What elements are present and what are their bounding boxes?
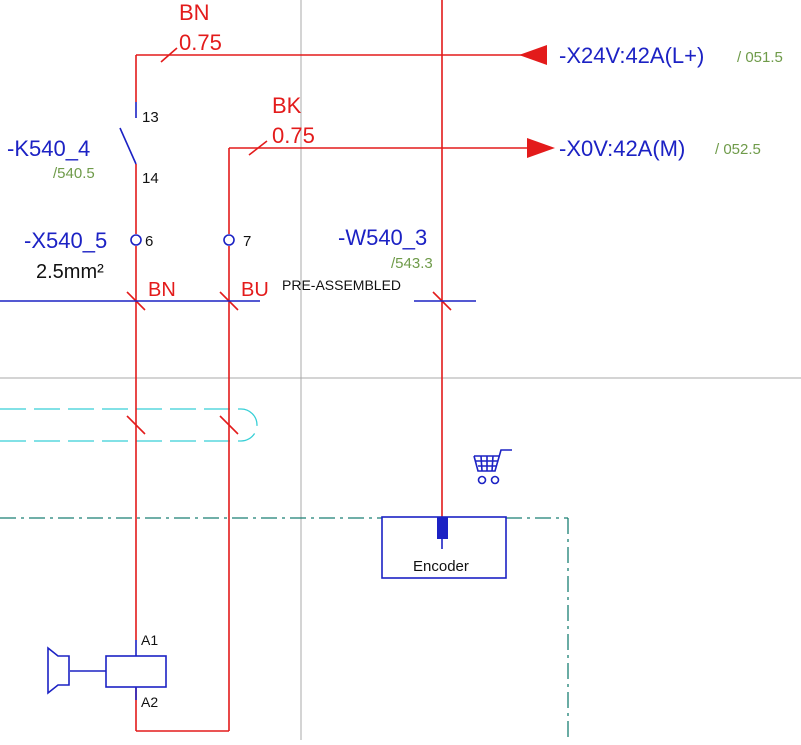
terminal-tag[interactable]: -X540_5 bbox=[24, 228, 107, 253]
cable-dashed-outline bbox=[0, 408, 258, 442]
cable-core-bu: BU bbox=[241, 279, 269, 301]
terminal-6-symbol[interactable] bbox=[130, 234, 142, 246]
contact-ref[interactable]: /540.5 bbox=[53, 165, 95, 182]
encoder-connector bbox=[437, 517, 448, 539]
terminal-size: 2.5mm² bbox=[36, 261, 104, 283]
wire-second-section: 0.75 bbox=[272, 123, 315, 148]
terminal-pin-6: 6 bbox=[145, 233, 153, 250]
contact-pin-bottom: 14 bbox=[142, 170, 159, 187]
contact-tag[interactable]: -K540_4 bbox=[7, 136, 90, 161]
return-arrow-icon bbox=[527, 138, 555, 158]
wire-top-color: BN bbox=[179, 0, 210, 25]
contact-pin-top: 13 bbox=[142, 109, 159, 126]
cable-tag[interactable]: -W540_3 bbox=[338, 225, 427, 250]
shopping-cart-icon[interactable] bbox=[473, 449, 512, 485]
return-potential-ref[interactable]: / 052.5 bbox=[715, 141, 761, 158]
supply-potential-ref[interactable]: / 051.5 bbox=[737, 49, 783, 66]
coil-pin-a1: A1 bbox=[141, 632, 158, 648]
cable-note: PRE-ASSEMBLED bbox=[282, 277, 401, 293]
supply-arrow-icon bbox=[519, 45, 547, 65]
relay-coil-symbol[interactable] bbox=[105, 655, 167, 688]
coil-actuator-icon bbox=[47, 646, 70, 695]
terminal-pin-7: 7 bbox=[243, 233, 251, 250]
return-potential-label[interactable]: -X0V:42A(M) bbox=[559, 136, 685, 161]
device-frame-dashdot bbox=[0, 517, 569, 740]
wire-top-section: 0.75 bbox=[179, 30, 222, 55]
supply-potential-label[interactable]: -X24V:42A(L+) bbox=[559, 43, 704, 68]
contact-symbol bbox=[119, 102, 137, 165]
cable-ref[interactable]: /543.3 bbox=[391, 255, 433, 272]
encoder-label: Encoder bbox=[413, 558, 469, 575]
cable-core-bn: BN bbox=[148, 279, 176, 301]
coil-pin-a2: A2 bbox=[141, 694, 158, 710]
wire-second-color: BK bbox=[272, 93, 302, 118]
terminal-7-symbol[interactable] bbox=[223, 234, 235, 246]
wiring bbox=[135, 0, 534, 732]
